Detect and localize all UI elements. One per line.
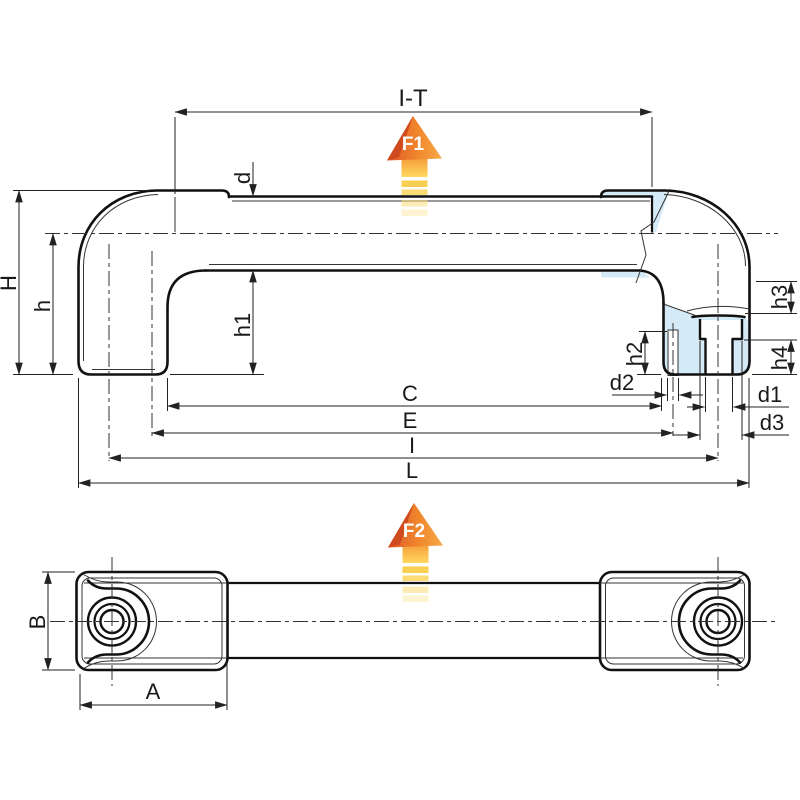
label-d3: d3 <box>760 410 784 435</box>
f2-stripe-1 <box>402 566 429 573</box>
right-elbow-outline <box>599 189 751 376</box>
f2-stripe-3 <box>402 586 429 593</box>
left-boss-profile <box>86 579 151 664</box>
section-sleeve-top <box>601 191 652 196</box>
label-d2: d2 <box>610 370 634 395</box>
label-h2: h2 <box>622 342 647 366</box>
f1-stripe-3 <box>401 200 428 207</box>
label-h1: h1 <box>230 313 255 337</box>
f2-stripe-4 <box>402 595 429 602</box>
section-sleeve-bottom <box>601 271 650 278</box>
section-wedge <box>652 191 669 233</box>
label-h3: h3 <box>767 285 792 309</box>
right-inner-fillet <box>638 269 665 305</box>
label-F1: F1 <box>402 134 425 155</box>
label-L: L <box>406 458 418 483</box>
label-I: I <box>409 433 415 458</box>
label-h: h <box>30 300 55 312</box>
screw-bore-left-edge <box>698 319 707 376</box>
label-E: E <box>403 408 418 433</box>
label-d1: d1 <box>758 382 782 407</box>
side-view <box>77 188 751 376</box>
label-h4: h4 <box>767 346 792 370</box>
thin-contours <box>83 188 750 370</box>
handle-outline <box>77 189 751 376</box>
dimensions <box>13 108 797 710</box>
dimension-labels: I-T d H h h1 h2 h3 h4 d2 d1 d3 C E I L B… <box>0 85 792 704</box>
left-cap-outline <box>75 570 229 672</box>
label-H: H <box>0 275 21 291</box>
label-C: C <box>402 381 418 406</box>
force-arrow-f2: F2 <box>388 503 443 602</box>
boss-top-edge <box>691 314 746 319</box>
left-elbow-outline <box>77 189 231 376</box>
label-A: A <box>146 679 161 704</box>
label-i-t: I-T <box>398 85 428 112</box>
left-elbow-inner-contour <box>83 194 159 361</box>
screw-bore-right-edge <box>731 319 744 376</box>
label-d: d <box>230 172 255 184</box>
f1-stripe-2 <box>401 189 428 195</box>
force-arrow-f1: F1 <box>387 116 442 216</box>
label-B: B <box>25 615 50 630</box>
section-diagonal <box>663 303 698 317</box>
f1-stripe-1 <box>401 180 428 187</box>
f2-arrow-ridge <box>388 503 414 548</box>
label-F2: F2 <box>403 521 425 542</box>
break-line-zigzag <box>635 188 671 284</box>
centerlines <box>45 233 778 686</box>
f2-stripe-2 <box>402 575 429 581</box>
left-boss-outer-contour <box>83 574 157 669</box>
right-elbow-inner-contour <box>663 194 746 267</box>
f1-arrow-ridge <box>387 116 413 161</box>
f1-stripe-4 <box>401 209 428 216</box>
